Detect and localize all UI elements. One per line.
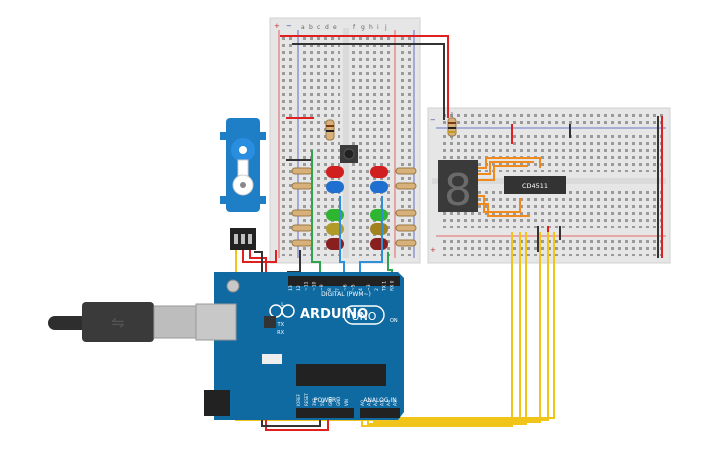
power-pin-label: RESET xyxy=(304,393,309,406)
resistors-left xyxy=(291,167,313,247)
wire-red-top xyxy=(280,35,449,118)
digital-pin-label: 8 xyxy=(327,288,333,291)
column-letter-d: d xyxy=(325,24,329,31)
digital-pin-label: 7 xyxy=(335,288,341,291)
hrail-plus-label: + xyxy=(430,246,436,254)
power-pin-label: 3V3 xyxy=(312,398,317,406)
arduino-uno: DIGITAL (PWM~) ARDUINO UNO TX RX L ON PO… xyxy=(195,272,404,420)
digital-header xyxy=(288,276,400,286)
analog-pin-label: A4 xyxy=(386,400,392,406)
analog-header xyxy=(360,408,400,418)
led-blue-left xyxy=(326,181,344,193)
hrail-minus-label: − xyxy=(430,116,436,124)
column-letter-i: i xyxy=(377,24,379,31)
analog-pin-label: A3 xyxy=(380,400,386,406)
digital-pin-label: 13 xyxy=(288,285,294,291)
column-letter-g: g xyxy=(361,24,365,31)
microcontroller-chip xyxy=(296,364,386,386)
analog-pin-label: A5 xyxy=(393,400,399,406)
led-blue-right xyxy=(370,181,388,193)
column-letter-j: j xyxy=(384,24,387,31)
column-letter-e: e xyxy=(333,24,337,31)
power-pin-label: GND xyxy=(328,397,333,406)
wires-orange xyxy=(478,157,541,217)
tx-label: TX xyxy=(277,322,285,328)
wire-black-top xyxy=(292,43,445,120)
pushbutton[interactable] xyxy=(340,145,358,163)
digital-pin-label: ~5 xyxy=(350,284,356,291)
rx-label: RX xyxy=(277,330,284,336)
ic-chip: CD4511 xyxy=(504,176,566,194)
column-letter-f: f xyxy=(353,24,356,31)
resistor-top-right xyxy=(447,112,457,140)
column-letter-h: h xyxy=(369,24,373,31)
power-header-label: POWER xyxy=(314,397,336,404)
digital-pin-label: 4 xyxy=(358,288,364,291)
analog-pin-label: A1 xyxy=(367,400,373,406)
usb-cable: ⇋ xyxy=(48,302,199,342)
digital-pin-label: ~3 xyxy=(366,284,372,291)
led-green-left xyxy=(326,209,344,221)
led-amber-left xyxy=(326,223,344,235)
digital-pin-label: 12 xyxy=(296,285,302,291)
analog-pin-label: A0 xyxy=(360,400,366,406)
model-label: UNO xyxy=(352,310,377,323)
digital-header-label: DIGITAL (PWM~) xyxy=(321,291,371,298)
l-led-label: L xyxy=(281,302,284,308)
digital-pin-label: ~9 xyxy=(319,284,325,291)
brand-label: ARDUINO xyxy=(300,307,368,322)
led-green-right xyxy=(370,209,388,221)
digital-pin-label: ~10 xyxy=(311,281,317,291)
analog-header-label: ANALOG IN xyxy=(363,397,396,404)
power-pin-label: VIN xyxy=(344,399,349,406)
resistors-right xyxy=(395,167,417,247)
power-pin-label: IOREF xyxy=(296,393,301,406)
on-led-label: ON xyxy=(390,318,398,324)
power-pin-label: 5V xyxy=(320,400,325,406)
ic-label: CD4511 xyxy=(522,182,548,190)
servo-motor xyxy=(220,118,266,250)
column-letter-b: b xyxy=(309,24,313,31)
led-darkred-right xyxy=(370,238,388,250)
led-amber-right xyxy=(370,223,388,235)
led-red-right xyxy=(370,166,388,178)
power-header xyxy=(296,408,354,418)
rail-plus-label: + xyxy=(274,22,280,30)
resistor-middle xyxy=(325,119,335,141)
column-letter-c: c xyxy=(317,24,320,31)
power-pin-label: GND xyxy=(336,397,341,406)
rail-minus-label: − xyxy=(286,22,292,30)
hboard-jumpers xyxy=(511,116,663,258)
led-darkred-left xyxy=(326,238,344,250)
seven-segment-display: 8 xyxy=(438,160,478,216)
digital-pin-label: ~6 xyxy=(343,284,349,291)
digital-pin-label: 2 xyxy=(374,288,380,291)
svg-text:8: 8 xyxy=(444,165,472,216)
digital-pin-label: TX 1 xyxy=(382,281,388,292)
led-red-left xyxy=(326,166,344,178)
svg-text:⇋: ⇋ xyxy=(111,313,124,332)
digital-pin-label: ~11 xyxy=(304,281,310,291)
digital-pin-label: RX 0 xyxy=(389,280,395,291)
analog-pin-label: A2 xyxy=(373,400,379,406)
column-letter-a: a xyxy=(301,24,305,31)
